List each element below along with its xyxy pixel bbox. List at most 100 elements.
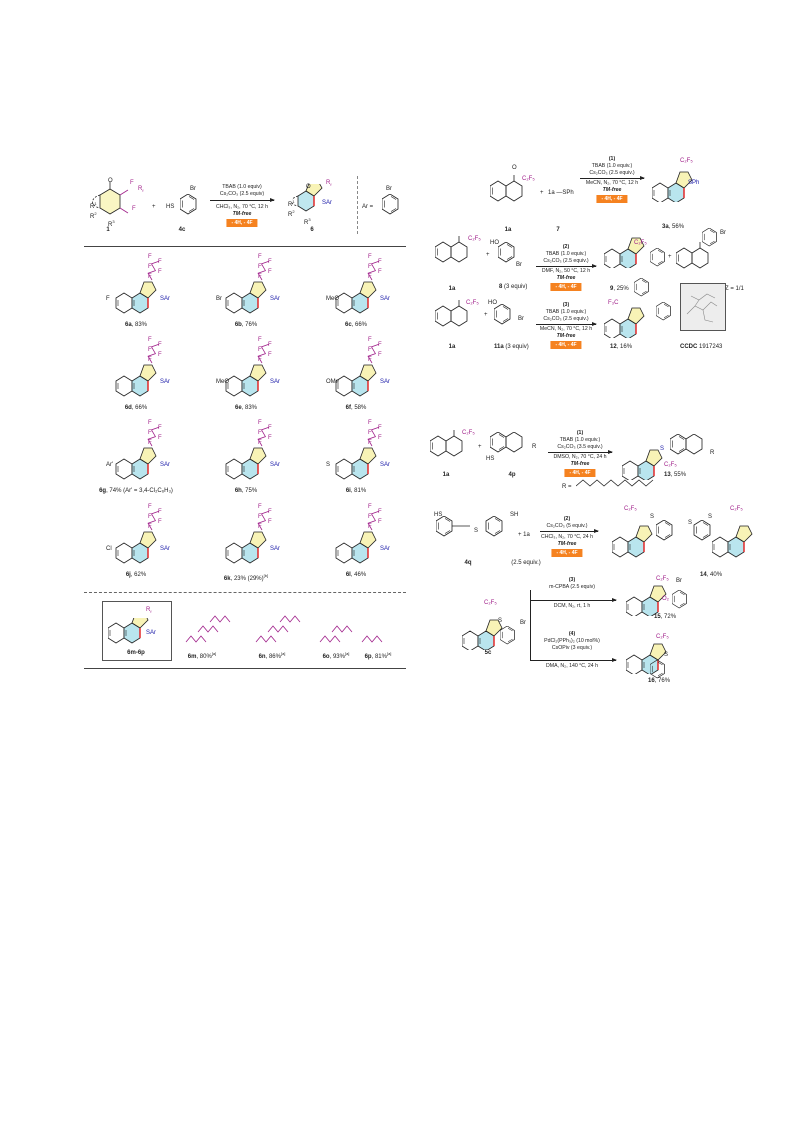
product-r2-label: R2 xyxy=(288,209,295,218)
r4-c3: DMSO, N₂, 70 °C, 24 h xyxy=(553,454,607,460)
r4-prod-r: R xyxy=(710,450,715,456)
product-6f-sar: SAr xyxy=(380,379,391,385)
product-6k-label: 6k, 23% (29%)[b] xyxy=(223,573,269,582)
product-6l-label: 6l, 46% xyxy=(345,572,367,578)
fluorine-label: F xyxy=(158,352,162,358)
fluorine-label: F xyxy=(368,337,372,343)
rf-label-1: Rf xyxy=(138,186,144,194)
substrate-1-structure xyxy=(92,182,129,215)
thiol-4c-structure xyxy=(180,194,197,215)
product-6g-structure xyxy=(115,426,160,480)
fluorine-label: F xyxy=(148,524,152,530)
r2-c4: TM-free xyxy=(556,275,576,281)
product-14-right xyxy=(712,525,753,558)
fluorine-label: F xyxy=(368,347,372,353)
r4-r-definition: R = xyxy=(562,484,572,490)
fluorine-label: F xyxy=(148,254,152,260)
fluorine-label: F xyxy=(148,440,152,446)
r4-c2: Cs₂CO₃ (3.5 equiv.) xyxy=(557,444,603,450)
condition-solvent: CHCl₃, N₂, 70 °C, 12 h xyxy=(215,204,269,210)
r6-p15-cf: C₂F₅ xyxy=(656,576,669,582)
fluorine-label: F xyxy=(148,420,152,426)
fluorine-label: F xyxy=(368,514,372,520)
fluorine-label: F xyxy=(148,430,152,436)
fluorine-label: F xyxy=(378,425,382,431)
r5-sh: SH xyxy=(510,512,519,518)
r5-arrow xyxy=(540,529,599,533)
product-sar-label: SAr xyxy=(322,200,333,206)
product-6e-sar: SAr xyxy=(270,379,281,385)
r4-c4: TM-free xyxy=(570,461,590,467)
ccdc-label: CCDC 1917243 xyxy=(680,344,723,350)
product-6c-substituent: MeO xyxy=(326,296,340,302)
r3-sm-label: 1a xyxy=(448,344,456,350)
plus-sign: + xyxy=(152,204,156,210)
reagent-11a xyxy=(494,304,511,325)
fluorine-label: F xyxy=(258,264,262,270)
badge-loss: - 4H, - 4F xyxy=(226,219,258,227)
product-6h-structure xyxy=(225,426,270,480)
product-6d-structure xyxy=(115,343,160,397)
r4-prod-cf: C₂F₅ xyxy=(664,462,677,468)
oxygen-label-1: O xyxy=(108,178,113,184)
fluorine-label: F xyxy=(368,264,372,270)
divider-vertical xyxy=(357,176,358,234)
r3-f3c: F₃C xyxy=(608,300,619,306)
fluorine-label: F xyxy=(268,269,272,275)
product-6a-substituent: F xyxy=(106,296,110,302)
reagent-4p xyxy=(490,432,523,453)
fluorine-label: F xyxy=(148,504,152,510)
fluorine-label: F xyxy=(268,509,272,515)
fluorine-label: F xyxy=(258,524,262,530)
r4-c1: TBAB (1.0 equiv.) xyxy=(559,437,601,443)
r6-sm-s: S xyxy=(498,618,503,624)
r5-badge: - 4H, - 4F xyxy=(551,549,583,557)
r2-c2: Cs₂CO₃ (2.5 equiv.) xyxy=(543,258,589,264)
fluorine-label: F xyxy=(368,504,372,510)
r1-reagent-label: 7 xyxy=(556,227,560,233)
product-6k-sar: SAr xyxy=(270,546,281,552)
r6-sm-cf: C₂F₅ xyxy=(484,600,497,606)
r2-br: Br xyxy=(516,262,522,268)
fluorine-label: F xyxy=(378,259,382,265)
fluorine-label: F xyxy=(158,519,162,525)
product-6l-sar: SAr xyxy=(380,546,391,552)
r1-c3: MeCN, N₂, 70 °C, 12 h xyxy=(585,180,639,186)
sm-1a-r2 xyxy=(435,236,468,263)
r5-s-mid: S xyxy=(688,520,693,526)
product-r1-label: R1 xyxy=(288,199,295,208)
fluorine-label: F xyxy=(148,337,152,343)
divider-bottom xyxy=(84,668,406,669)
fluorine-label: F xyxy=(148,514,152,520)
r4-r-chain xyxy=(576,479,654,487)
fluorine-label: F xyxy=(268,259,272,265)
r6-arrow-4 xyxy=(530,658,617,662)
f-label-1: F xyxy=(130,180,134,186)
r4-hs: HS xyxy=(486,456,495,462)
product-o-label: O xyxy=(306,184,311,190)
r1-sm-label: 1a xyxy=(504,227,512,233)
r1-prod-sph: SPh xyxy=(688,180,700,186)
product-6p-label: 6p, 81%[a] xyxy=(364,651,392,660)
r6-step3: (3) xyxy=(568,577,576,583)
product-6f-structure xyxy=(335,343,380,397)
compound-1-label: 1 xyxy=(106,227,110,233)
r3-plus: + xyxy=(484,312,488,318)
product-14-middle xyxy=(656,520,711,541)
fluorine-label: F xyxy=(378,352,382,358)
fluorine-label: F xyxy=(258,357,262,363)
r1-prod-cf: C₂F₅ xyxy=(680,158,693,164)
fluorine-label: F xyxy=(158,509,162,515)
r4-reagent-label: 4p xyxy=(508,472,516,478)
product-6b-sar: SAr xyxy=(270,296,281,302)
product-6b-label: 6b, 76% xyxy=(234,322,258,328)
r6-arrow-3 xyxy=(530,598,617,602)
fluorine-label: F xyxy=(258,274,262,280)
ar-group-structure xyxy=(382,194,399,215)
sm-1a-r1 xyxy=(490,175,523,202)
product-rf-label: Rf xyxy=(326,180,332,188)
fluorine-label: F xyxy=(268,425,272,431)
fluorine-label: F xyxy=(268,352,272,358)
r6-c3a: m-CPBA (2.5 equiv) xyxy=(549,584,595,590)
fluorine-label: F xyxy=(368,524,372,530)
